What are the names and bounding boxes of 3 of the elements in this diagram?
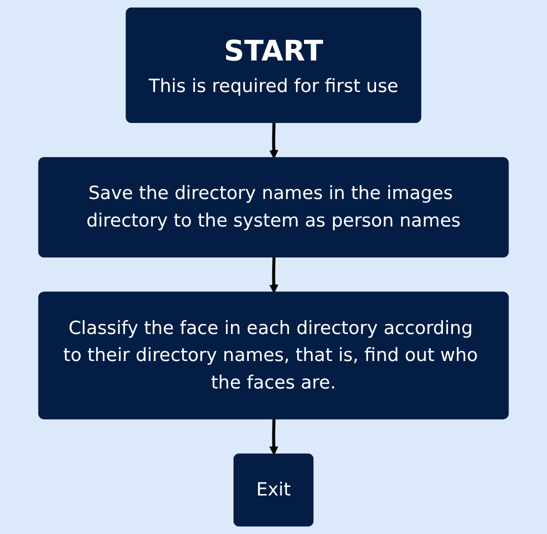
arrow [269, 257, 278, 294]
arrow [269, 122, 278, 159]
arrow [269, 419, 278, 456]
